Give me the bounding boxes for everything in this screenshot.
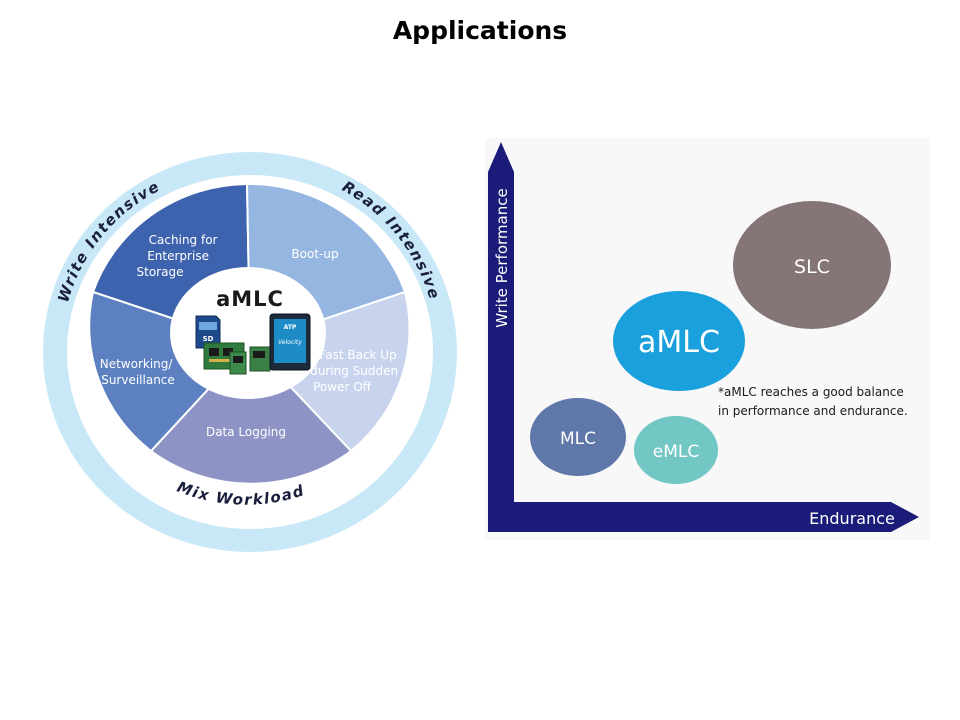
product-images: SD ATP Velocity [195, 313, 311, 375]
x-axis-label: Endurance [809, 509, 895, 528]
application-wheel: Write Intensive Read Intensive Mix Workl… [43, 152, 457, 552]
flash-type-chart: Write Performance Endurance SLC aMLC MLC… [485, 138, 930, 540]
bubble-emlc [634, 416, 718, 484]
segment-label-networking: Networking/ Surveillance [100, 357, 177, 387]
bubble-mlc [530, 398, 626, 476]
msata-module-icon [229, 351, 247, 375]
bubble-amlc-label: aMLC [638, 325, 720, 360]
bubble-slc [733, 201, 891, 329]
bubble-slc-label: SLC [794, 256, 830, 278]
y-axis-arrow [488, 142, 514, 532]
bubble-emlc-label: eMLC [653, 442, 699, 462]
segment-label-datalogging: Data Logging [206, 425, 286, 439]
small-module-icon [249, 346, 271, 372]
ssd-name-label: Velocity [278, 339, 302, 346]
sd-card-label: SD [203, 335, 214, 343]
page-title: Applications [392, 16, 568, 45]
x-axis-arrow [488, 502, 919, 532]
sd-card-icon: SD [195, 315, 221, 349]
segment-label-caching: Caching for Enterprise Storage [137, 233, 222, 279]
ssd-drive-icon: ATP Velocity [269, 313, 311, 371]
segment-datalogging [149, 342, 353, 485]
balance-note: *aMLC reaches a good balance in performa… [718, 385, 908, 418]
center-label: aMLC [216, 287, 284, 311]
segment-label-bootup: Boot-up [291, 247, 338, 261]
bubble-mlc-label: MLC [560, 429, 596, 449]
ssd-brand-label: ATP [284, 324, 297, 331]
y-axis-label: Write Performance [493, 188, 511, 327]
bubble-amlc [613, 291, 745, 391]
segment-label-fastbackup: Fast Back Up during Sudden Power Off [310, 348, 402, 394]
